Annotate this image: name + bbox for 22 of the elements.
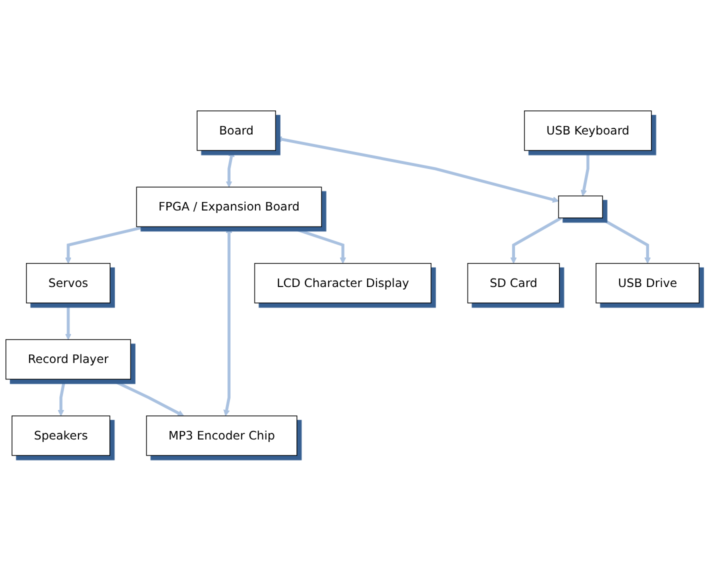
arrow: [288, 225, 346, 264]
node-box: USB Keyboard: [524, 110, 652, 151]
arrow: [226, 150, 235, 188]
node-box: SD Card: [467, 262, 560, 304]
arrow: [510, 216, 562, 264]
node-box: MP3 Encoder Chip: [146, 415, 298, 456]
arrow: [223, 226, 232, 416]
node-box: USB Drive: [596, 262, 700, 304]
arrow: [599, 216, 651, 264]
node-box: Speakers: [12, 415, 110, 456]
arrow: [276, 136, 559, 203]
arrow: [65, 302, 72, 340]
arrow: [58, 378, 66, 416]
node-box: FPGA / Expansion Board: [136, 186, 322, 227]
arrow: [65, 225, 146, 264]
node-box: Record Player: [6, 339, 131, 380]
node-box: Board: [196, 110, 276, 151]
arrow: [580, 150, 590, 196]
node-box: LCD Character Display: [254, 262, 432, 304]
node-box: [558, 195, 603, 218]
node-box: Servos: [26, 262, 110, 304]
arrow: [109, 378, 184, 416]
